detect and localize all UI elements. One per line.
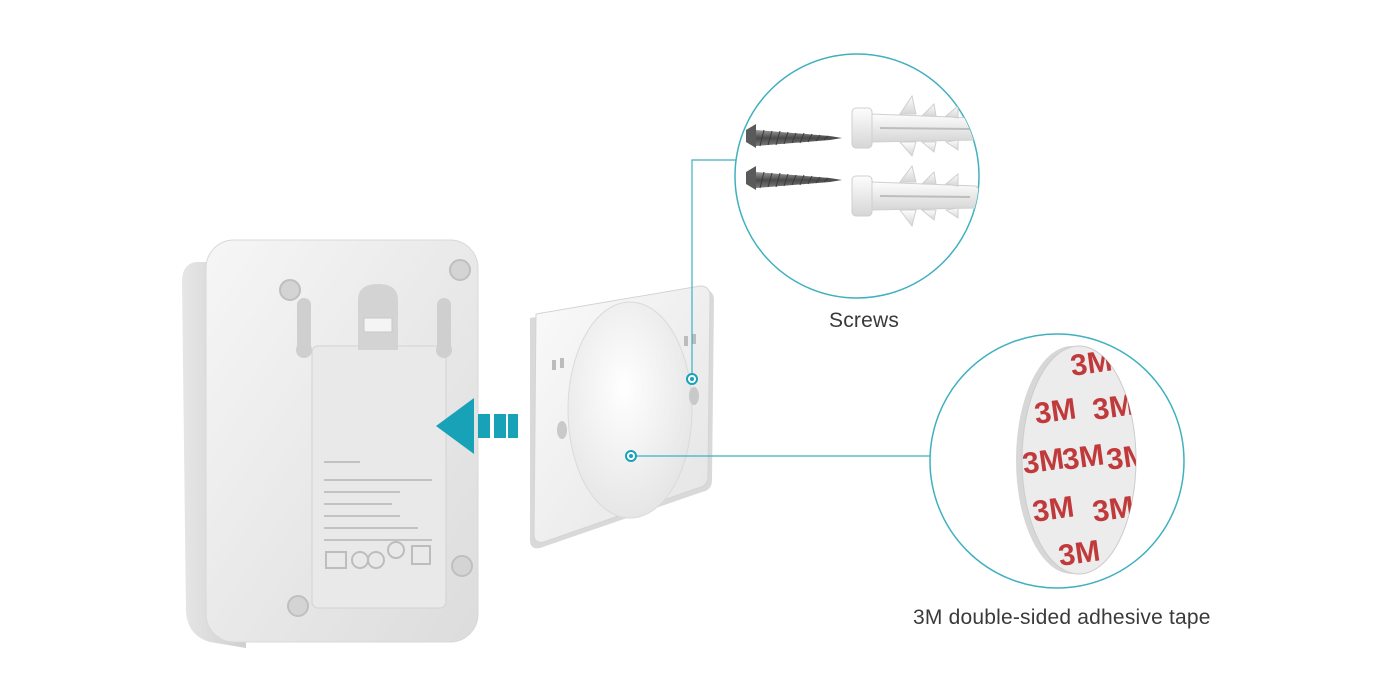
screws-detail — [734, 53, 980, 299]
tape-print: 3M — [1104, 438, 1150, 476]
wall-anchor-icon — [851, 94, 979, 158]
screw-icon — [746, 124, 842, 148]
callout-lines — [631, 159, 931, 457]
tape-label: 3M double-sided adhesive tape — [913, 606, 1211, 629]
callout-dots — [625, 373, 698, 462]
tape-print: 3M — [1020, 442, 1066, 480]
tape-print: 3M — [1032, 392, 1078, 430]
tape-print: 3M — [1056, 534, 1102, 572]
wall-anchor-icon — [851, 164, 979, 228]
left-arrow-icon — [436, 398, 518, 454]
tape-detail: 3M 3M 3M 3M 3M 3M 3M 3M 3M — [929, 333, 1185, 589]
device-body — [182, 239, 479, 648]
screws-label: Screws — [829, 309, 900, 332]
tape-print: 3M — [1060, 438, 1106, 476]
screw-icon — [746, 166, 842, 190]
tape-print: 3M — [1030, 490, 1076, 528]
mounting-plate — [530, 285, 714, 549]
